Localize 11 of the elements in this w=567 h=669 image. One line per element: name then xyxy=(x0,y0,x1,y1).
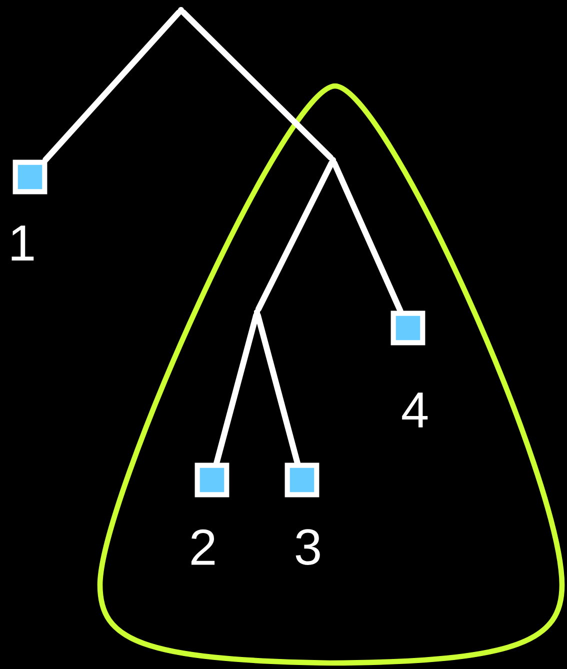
leaf-label: 2 xyxy=(191,529,215,565)
leaf-label: 1 xyxy=(12,226,34,260)
tree-branch xyxy=(331,160,404,314)
tree-branch xyxy=(180,9,334,161)
leaf-label: 4 xyxy=(402,392,428,428)
leaf-label: 3 xyxy=(296,529,320,565)
tree-branch xyxy=(214,312,260,466)
clade-outline xyxy=(97,83,565,666)
tree-branch xyxy=(42,9,182,163)
tree-branch xyxy=(254,312,300,466)
tree-branch xyxy=(255,160,334,312)
